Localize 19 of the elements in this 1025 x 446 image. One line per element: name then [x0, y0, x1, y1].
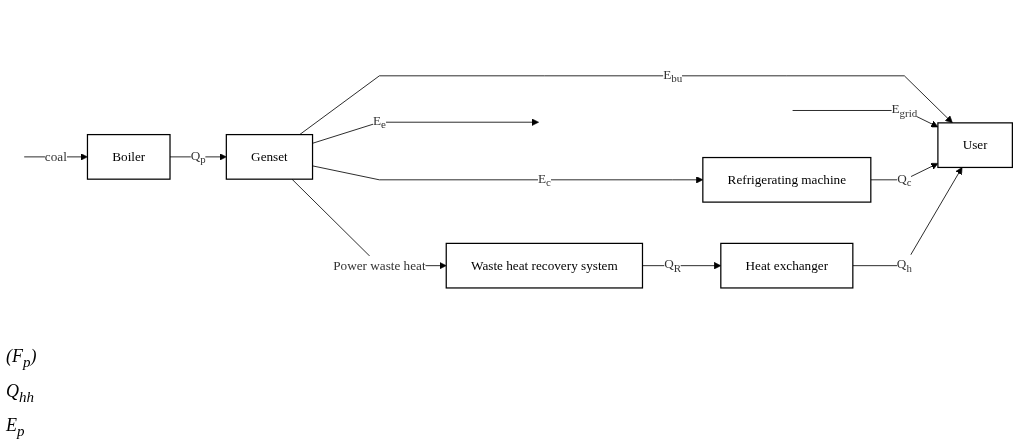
flow-symbol-label: Q$_{hh}$ — [6, 380, 35, 406]
node-box: Boiler — [86, 133, 171, 180]
flow-symbol-label: E$_{p}$ — [6, 415, 26, 440]
edge-label: coal — [44, 149, 67, 164]
node-box: User — [937, 122, 1013, 168]
node-box: Refrigerating machine — [702, 156, 872, 203]
node-box: Heat exchanger — [720, 242, 854, 289]
node-box: Waste heat recovery system — [445, 242, 644, 289]
edge-label: Power waste heat — [333, 258, 426, 273]
edge-label: E$_{e}$ — [372, 113, 386, 131]
edge-label: E$_{bu}$ — [663, 66, 683, 85]
edge-label: Q$_{R}$ — [664, 256, 682, 275]
edge-label: Q$_{c}$ — [897, 170, 912, 189]
node-box: Genset — [225, 133, 314, 180]
flow-symbol-label: (F$_{p}$) — [6, 346, 38, 371]
edge-label: Q$_{h}$ — [896, 256, 912, 275]
edge-label: Q$_{p}$ — [190, 147, 206, 166]
edge-label: E$_{grid}$ — [891, 101, 918, 120]
edge-label: E$_{c}$ — [537, 170, 551, 189]
